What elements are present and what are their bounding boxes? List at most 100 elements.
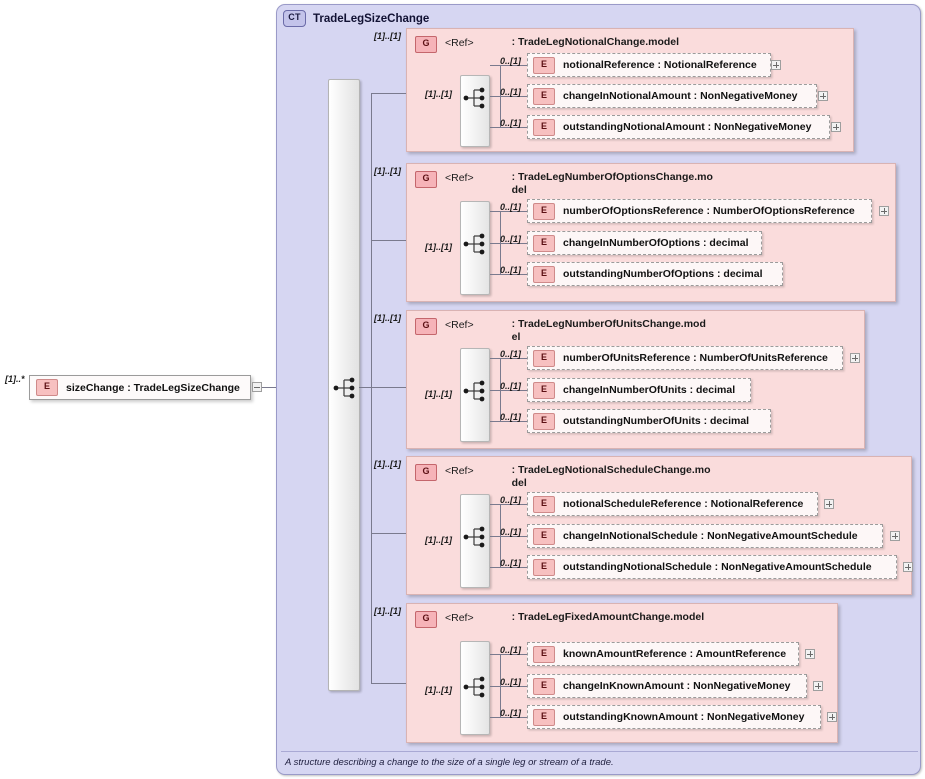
wire-group-4-b0 bbox=[490, 654, 527, 655]
expand-icon[interactable] bbox=[805, 649, 815, 659]
element-cardinality: 0..[1] bbox=[500, 381, 522, 391]
element-cardinality: 0..[1] bbox=[500, 527, 522, 537]
group-1-ref: <Ref> bbox=[445, 172, 474, 184]
group-2-sequence-bar[interactable] bbox=[460, 348, 490, 442]
root-element-sizeChange[interactable]: E sizeChange : TradeLegSizeChange bbox=[29, 375, 251, 400]
expand-icon[interactable] bbox=[890, 531, 900, 541]
group-icon: G bbox=[415, 36, 437, 53]
complextype-title: TradeLegSizeChange bbox=[313, 12, 430, 25]
element-box[interactable]: E knownAmountReference : AmountReference bbox=[527, 642, 799, 666]
element-box[interactable]: E numberOfOptionsReference : NumberOfOpt… bbox=[527, 199, 872, 223]
wire-group-2-trunk bbox=[500, 358, 501, 421]
group-2-cardinality: [1]..[1] bbox=[374, 313, 401, 323]
group-3-sequence-bar[interactable] bbox=[460, 494, 490, 588]
element-box[interactable]: E notionalScheduleReference : NotionalRe… bbox=[527, 492, 818, 516]
element-box[interactable]: E outstandingNumberOfOptions : decimal bbox=[527, 262, 783, 286]
element-box[interactable]: E changeInNumberOfUnits : decimal bbox=[527, 378, 751, 402]
wire-group-1-b0 bbox=[490, 211, 527, 212]
expand-icon[interactable] bbox=[850, 353, 860, 363]
element-cardinality: 0..[1] bbox=[500, 645, 522, 655]
wire-group-4-b1 bbox=[490, 686, 527, 687]
group-0-sequence-bar[interactable] bbox=[460, 75, 490, 147]
complextype-annotation: A structure describing a change to the s… bbox=[281, 751, 918, 771]
expand-icon[interactable] bbox=[827, 712, 837, 722]
group-0-sequence-connector-icon[interactable] bbox=[463, 85, 489, 111]
element-label: outstandingNotionalAmount : NonNegativeM… bbox=[563, 121, 812, 133]
element-icon: E bbox=[533, 118, 555, 136]
choice-connector-icon[interactable] bbox=[333, 375, 359, 401]
group-1-sequence-connector-icon[interactable] bbox=[463, 231, 489, 257]
group-3-cardinality: [1]..[1] bbox=[374, 459, 401, 469]
group-0-cardinality: [1]..[1] bbox=[374, 31, 401, 41]
group-3-inner-cardinality: [1]..[1] bbox=[425, 535, 452, 545]
wire-choice-stub bbox=[359, 387, 372, 388]
expand-icon[interactable] bbox=[903, 562, 913, 572]
element-cardinality: 0..[1] bbox=[500, 708, 522, 718]
wire-group-1-trunk bbox=[500, 211, 501, 274]
element-icon: E bbox=[533, 708, 555, 726]
wire-group-3-trunk bbox=[500, 504, 501, 567]
element-icon: E bbox=[533, 558, 555, 576]
group-1-type: : TradeLegNumberOfOptionsChange.model bbox=[511, 171, 713, 196]
element-label: changeInNotionalSchedule : NonNegativeAm… bbox=[563, 530, 858, 542]
group-4-sequence-connector-icon[interactable] bbox=[463, 674, 489, 700]
group-2-inner-cardinality: [1]..[1] bbox=[425, 389, 452, 399]
expand-icon[interactable] bbox=[879, 206, 889, 216]
wire-group-1-b2 bbox=[490, 274, 527, 275]
expand-icon[interactable] bbox=[824, 499, 834, 509]
wire-group-3-b1 bbox=[490, 536, 527, 537]
element-cardinality: 0..[1] bbox=[500, 349, 522, 359]
group-icon: G bbox=[415, 171, 437, 188]
wire-group-1-b1 bbox=[490, 243, 527, 244]
group-3-type: : TradeLegNotionalScheduleChange.model bbox=[511, 464, 711, 489]
wire-group-2-b0 bbox=[490, 358, 527, 359]
element-label: knownAmountReference : AmountReference bbox=[563, 648, 787, 660]
group-0-header: G <Ref> : TradeLegNotionalChange.model bbox=[415, 36, 679, 53]
collapse-icon[interactable] bbox=[252, 382, 262, 392]
element-cardinality: 0..[1] bbox=[500, 87, 522, 97]
group-1-sequence-bar[interactable] bbox=[460, 201, 490, 295]
group-icon: G bbox=[415, 611, 437, 628]
expand-icon[interactable] bbox=[831, 122, 841, 132]
expand-icon[interactable] bbox=[771, 60, 781, 70]
group-2-ref: <Ref> bbox=[445, 319, 474, 331]
complextype-header: CT TradeLegSizeChange bbox=[283, 10, 429, 27]
element-label: numberOfOptionsReference : NumberOfOptio… bbox=[563, 205, 855, 217]
element-icon: E bbox=[533, 495, 555, 513]
group-1-inner-cardinality: [1]..[1] bbox=[425, 242, 452, 252]
element-icon: E bbox=[533, 87, 555, 105]
group-2-sequence-connector-icon[interactable] bbox=[463, 378, 489, 404]
element-icon: E bbox=[533, 645, 555, 663]
group-0-ref: <Ref> bbox=[445, 37, 474, 49]
element-cardinality: 0..[1] bbox=[500, 265, 522, 275]
wire-group-2-b2 bbox=[490, 421, 527, 422]
element-label: changeInKnownAmount : NonNegativeMoney bbox=[563, 680, 791, 692]
root-cardinality: [1]..* bbox=[5, 374, 25, 384]
group-3-sequence-connector-icon[interactable] bbox=[463, 524, 489, 550]
wire-choice-trunk bbox=[371, 93, 372, 683]
expand-icon[interactable] bbox=[813, 681, 823, 691]
element-box[interactable]: E changeInNotionalSchedule : NonNegative… bbox=[527, 524, 883, 548]
expand-icon[interactable] bbox=[818, 91, 828, 101]
group-2-header: G <Ref> : TradeLegNumberOfUnitsChange.mo… bbox=[415, 318, 712, 344]
wire-group-4-trunk bbox=[500, 654, 501, 717]
element-box[interactable]: E changeInNotionalAmount : NonNegativeMo… bbox=[527, 84, 817, 108]
element-icon: E bbox=[533, 677, 555, 695]
element-cardinality: 0..[1] bbox=[500, 558, 522, 568]
group-3-header: G <Ref> : TradeLegNotionalScheduleChange… bbox=[415, 464, 717, 490]
wire-group-0-b1 bbox=[490, 96, 527, 97]
group-4-cardinality: [1]..[1] bbox=[374, 606, 401, 616]
element-box[interactable]: E outstandingNotionalAmount : NonNegativ… bbox=[527, 115, 830, 139]
element-box[interactable]: E outstandingKnownAmount : NonNegativeMo… bbox=[527, 705, 821, 729]
element-label: changeInNotionalAmount : NonNegativeMone… bbox=[563, 90, 798, 102]
element-box[interactable]: E changeInNumberOfOptions : decimal bbox=[527, 231, 762, 255]
element-cardinality: 0..[1] bbox=[500, 495, 522, 505]
element-box[interactable]: E changeInKnownAmount : NonNegativeMoney bbox=[527, 674, 807, 698]
element-box[interactable]: E numberOfUnitsReference : NumberOfUnits… bbox=[527, 346, 843, 370]
element-box[interactable]: E notionalReference : NotionalReference bbox=[527, 53, 771, 77]
group-3-ref: <Ref> bbox=[445, 465, 474, 477]
element-label: changeInNumberOfOptions : decimal bbox=[563, 237, 749, 249]
element-box[interactable]: E outstandingNumberOfUnits : decimal bbox=[527, 409, 771, 433]
element-box[interactable]: E outstandingNotionalSchedule : NonNegat… bbox=[527, 555, 897, 579]
element-icon: E bbox=[533, 412, 555, 430]
